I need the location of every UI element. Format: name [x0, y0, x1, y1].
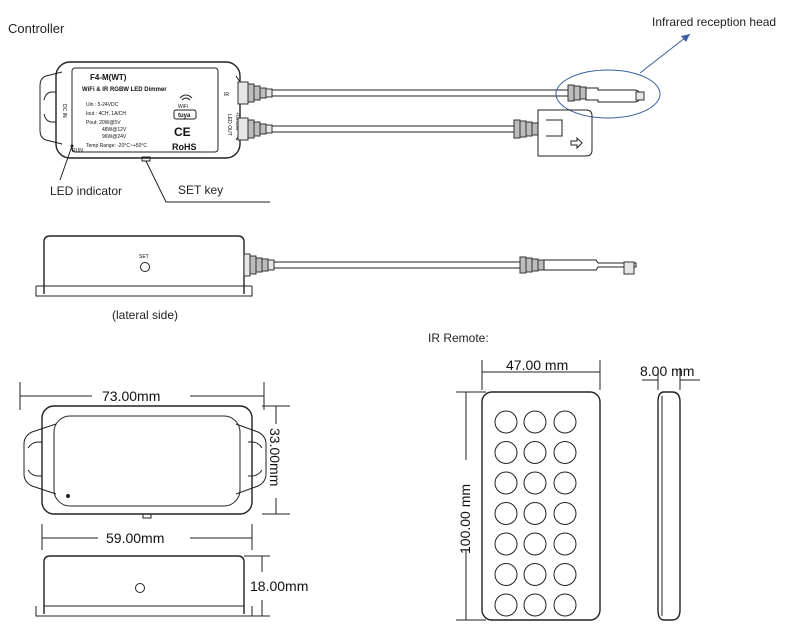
remote-button	[553, 563, 577, 586]
led-cable-gland	[237, 117, 273, 141]
ir-cable-gland	[237, 81, 273, 105]
label-temp: Temp Range: -20°C~+50°C	[86, 143, 147, 149]
remote-button	[494, 563, 518, 586]
ir-head-label: Infrared reception head	[652, 15, 776, 29]
title: Controller	[8, 21, 65, 36]
label-run: RUN	[72, 148, 83, 154]
label-rohs: RoHS	[172, 142, 197, 152]
remote-button	[494, 532, 518, 556]
label-pout3: 96W@24V	[102, 134, 127, 140]
remote-button	[494, 502, 518, 525]
controller-lateral-view: SET	[35, 235, 637, 297]
remote-button-grid	[494, 410, 577, 617]
label-subtitle: WiFi & IR RGBW LED Dimmer	[82, 87, 167, 93]
connector-arrow-icon	[570, 136, 583, 150]
dim-height: 33.00mm	[267, 428, 283, 486]
label-ir: IR	[224, 92, 229, 98]
remote-button	[494, 410, 518, 434]
dim-remote-height: 100.00 mm	[457, 484, 473, 554]
controller-dimension-top: 73.00mm 33.00mm 59.00mm	[19, 382, 290, 550]
controller-dimension-side: 18.00mm	[35, 555, 308, 617]
dim-thickness: 18.00mm	[250, 578, 308, 594]
remote-button	[553, 410, 577, 434]
remote-button	[523, 563, 547, 586]
arrow-head-icon	[681, 34, 690, 42]
label-wifi: WiFi	[178, 104, 188, 110]
ir-highlight-ellipse	[555, 69, 661, 119]
label-ce: CE	[174, 125, 191, 139]
ir-remote-front: 47.00 mm 100.00 mm	[456, 357, 601, 621]
dim-width: 73.00mm	[102, 388, 160, 404]
remote-button	[553, 471, 577, 495]
label-iout: Iout : 4CH, 1A/CH	[86, 111, 126, 117]
controller-top-view: F4-M(WT) WiFi & IR RGBW LED Dimmer Uin :…	[39, 15, 776, 162]
label-uin: Uin : 5-24VDC	[86, 102, 119, 108]
label-tuya: tuya	[178, 113, 191, 119]
lateral-label: (lateral side)	[112, 308, 178, 322]
remote-button	[553, 532, 577, 556]
set-key-label: SET key	[178, 183, 223, 197]
ir-remote-side: 8.00 mm	[640, 363, 700, 621]
label-ledout: LED OUT	[226, 114, 232, 136]
label-pout2: 48W@12V	[102, 127, 127, 133]
set-text: SET	[139, 254, 149, 260]
led-indicator-label: LED indicator	[50, 184, 122, 198]
remote-button	[523, 471, 547, 495]
remote-button	[523, 532, 547, 556]
wifi-icon	[179, 94, 193, 101]
dim-remote-thickness: 8.00 mm	[640, 363, 694, 379]
remote-button	[523, 593, 547, 617]
remote-button	[523, 441, 547, 464]
remote-button	[494, 471, 518, 495]
remote-button	[523, 502, 547, 525]
dim-inner-width: 59.00mm	[106, 530, 164, 546]
tuya-badge	[173, 109, 197, 120]
infrared-reception-head	[567, 84, 645, 103]
set-button-hole	[140, 262, 150, 272]
label-pout: Pout: 20W@5V	[86, 120, 121, 126]
label-dcin: DC IN	[61, 104, 67, 118]
led-output-connector	[513, 109, 593, 157]
remote-button	[494, 441, 518, 464]
remote-button	[553, 502, 577, 525]
ir-remote-label: IR Remote:	[428, 331, 489, 345]
label-model: F4-M(WT)	[90, 73, 127, 82]
remote-button	[553, 593, 577, 617]
remote-button	[523, 410, 547, 434]
remote-button	[553, 441, 577, 464]
label-grbw: +GRBW	[234, 112, 240, 131]
remote-button	[494, 593, 518, 617]
dim-remote-width: 47.00 mm	[506, 357, 568, 373]
